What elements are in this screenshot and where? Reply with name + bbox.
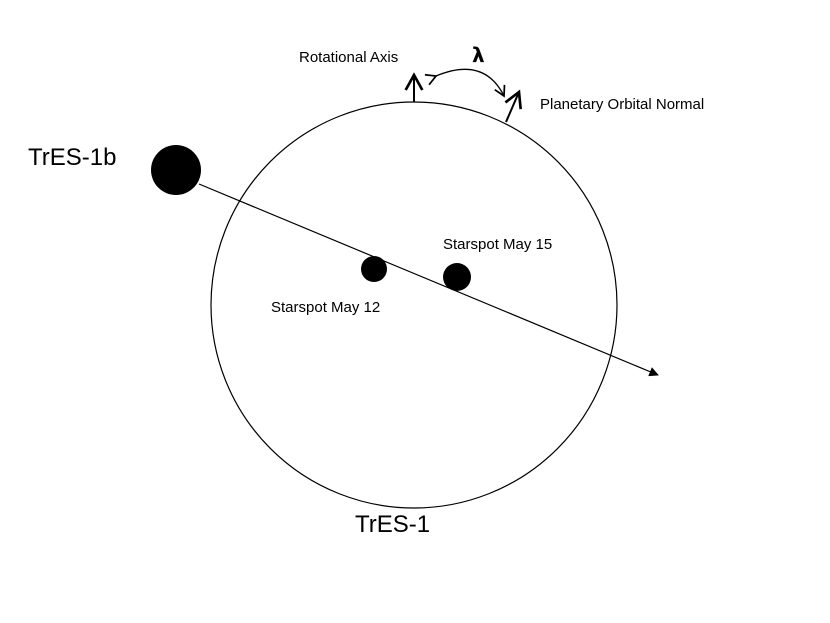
planet-label: TrES-1b xyxy=(28,144,116,171)
starspot-may-15-disk xyxy=(443,263,471,291)
starspot-may-12-disk xyxy=(361,256,387,282)
misalignment-angle-arc xyxy=(424,68,506,98)
misalignment-angle-symbol: λ xyxy=(472,43,485,67)
star-label: TrES-1 xyxy=(355,511,430,538)
rotational-axis-label: Rotational Axis xyxy=(299,49,398,66)
transit-path-arrow xyxy=(198,183,659,377)
orbital-normal-arrow xyxy=(504,89,523,123)
starspot-may-15-label: Starspot May 15 xyxy=(443,236,552,253)
orbital-normal-label: Planetary Orbital Normal xyxy=(540,96,704,113)
planet-disk xyxy=(151,145,201,195)
starspot-may-12-label: Starspot May 12 xyxy=(271,299,380,316)
